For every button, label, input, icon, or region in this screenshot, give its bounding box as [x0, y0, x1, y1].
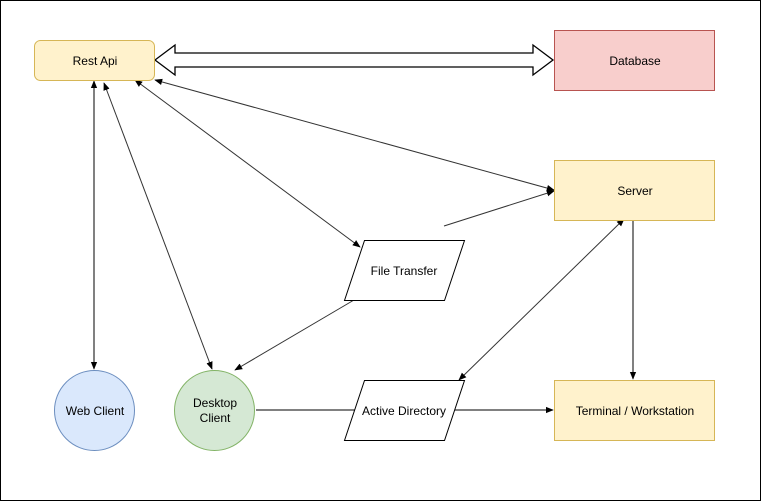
terminal-workstation-node[interactable]	[554, 380, 715, 441]
rest-api-server-connector	[154, 78, 555, 192]
rest-api-node[interactable]	[34, 40, 155, 81]
desktop-client-node[interactable]	[174, 370, 255, 451]
web-client-node[interactable]	[54, 370, 135, 451]
active-directory-node[interactable]	[343, 380, 466, 441]
file-transfer-desktop-client-connector	[234, 299, 355, 371]
server-active-directory-connector	[458, 218, 625, 381]
database-node[interactable]	[554, 30, 715, 91]
file-transfer-server-connector	[443, 190, 555, 227]
rest-api-desktop-client-connector	[103, 82, 213, 370]
server-node[interactable]	[554, 160, 715, 221]
file-transfer-node[interactable]	[343, 240, 466, 301]
rest-api-database-connector	[153, 43, 555, 77]
